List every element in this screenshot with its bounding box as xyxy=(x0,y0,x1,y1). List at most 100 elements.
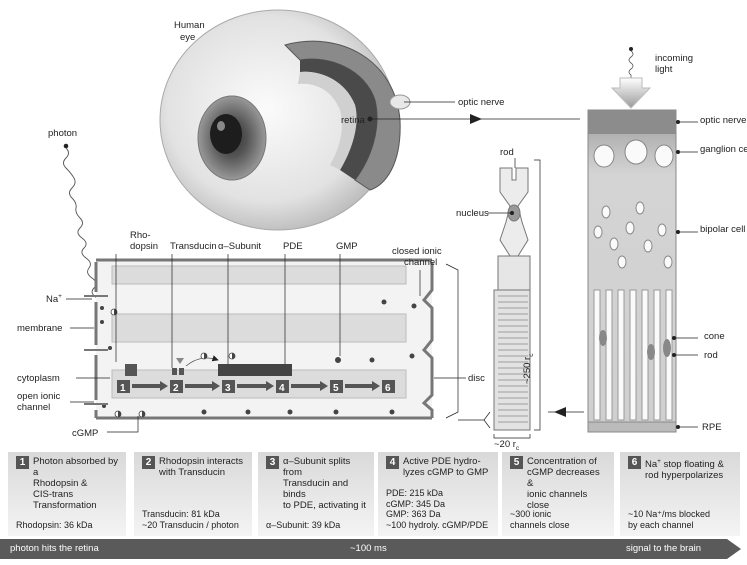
step-arrow-3-head xyxy=(266,381,274,391)
transducin-label: Transducin xyxy=(170,241,217,252)
optic-nerve-label: optic nerve xyxy=(458,97,504,108)
cytoplasm-label: cytoplasm xyxy=(17,373,60,384)
retina-layer-optic-nerve: optic nerve xyxy=(700,115,746,126)
timeline-end: signal to the brain xyxy=(626,543,701,554)
rod-cell-illustration xyxy=(493,167,531,431)
panel-6-title-sup: + xyxy=(657,458,661,465)
timeline-middle: ~100 ms xyxy=(350,543,387,554)
step-panel-1: 1 Photon absorbed by a Rhodopsin & CIS-tr… xyxy=(8,452,126,536)
rod-membrane-cutaway xyxy=(84,258,434,420)
step-6-number: 6 xyxy=(385,383,391,394)
closed-channel-label-line2: channel xyxy=(404,257,437,268)
retina-label: retina xyxy=(341,115,365,126)
photon-dot xyxy=(63,143,69,149)
panel-3-detail: α–Subunit: 39 kDa xyxy=(266,519,341,530)
nucleus-pointer-dot xyxy=(510,211,514,215)
step-arrow-4-head xyxy=(320,381,328,391)
step-arrow-1-head xyxy=(160,381,168,391)
panel-1-number: 1 xyxy=(16,456,29,469)
step-4: 4 xyxy=(276,380,289,394)
step-6: 6 xyxy=(382,380,395,394)
retina-layer-rod: rod xyxy=(704,350,718,361)
alpha-subunit-label: α–Subunit xyxy=(218,241,261,252)
eye-label-line1: Human xyxy=(174,20,205,31)
panel-6-title-rest: stop floating & rod hyperpolarizes xyxy=(645,459,724,482)
panel-5-number: 5 xyxy=(510,456,523,469)
step-panel-2: 2 Rhodopsin interacts with Transducin Tra… xyxy=(134,452,252,536)
step-arrow-5-head xyxy=(372,381,380,391)
step-panel-4: 4 Active PDE hydro- lyzes cGMP to GMP PDE… xyxy=(378,452,498,536)
step-panel-5: 5 Concentration of cGMP decreases & ionic… xyxy=(502,452,614,536)
light-wave xyxy=(628,50,634,86)
rod-length-label: ~250 rc xyxy=(522,353,535,384)
human-eye-illustration xyxy=(159,9,411,231)
panel-1-title: Photon absorbed by a Rhodopsin & CIS-tra… xyxy=(33,456,119,511)
retina-layer-ganglion-cell: ganglion cell xyxy=(700,144,747,155)
open-channel-label-line2: channel xyxy=(17,402,50,413)
zoom-bracket xyxy=(445,263,459,419)
zoom-bracket-link xyxy=(458,411,491,429)
panel-6-number: 6 xyxy=(628,456,641,469)
panel-2-detail: Transducin: 81 kDa ~20 Transducin / phot… xyxy=(142,509,239,530)
retina-layer-lines xyxy=(676,121,698,428)
rod-width-bracket xyxy=(493,434,531,439)
retina-layer-rpe: RPE xyxy=(702,422,722,433)
panel-6-detail: ~10 Na⁺/ms blocked by each channel xyxy=(628,509,711,530)
panel-3-number: 3 xyxy=(266,456,279,469)
step-5: 5 xyxy=(330,380,343,394)
closed-channel-label-line1: closed ionic xyxy=(392,246,442,257)
panel-6-title: Na+ stop floating & rod hyperpolarizes xyxy=(645,456,724,481)
rhodopsin-label-line2: dopsin xyxy=(130,241,158,252)
rod-title: rod xyxy=(500,147,514,158)
step-1-number: 1 xyxy=(120,383,126,394)
panel-4-number: 4 xyxy=(386,456,399,469)
rhodopsin-label-line1: Rho- xyxy=(130,230,151,241)
pde-label: PDE xyxy=(283,241,303,252)
rod-width-label: ~20 rc xyxy=(494,439,520,452)
step-3-number: 3 xyxy=(225,383,231,394)
retina-pointer-dot xyxy=(367,116,373,122)
retina-layer-bipolar-cell: bipolar cell xyxy=(700,224,745,235)
panel-2-title: Rhodopsin interacts with Transducin xyxy=(159,456,243,478)
retina-pointer-arrow xyxy=(470,114,482,124)
panel-5-detail: ~300 ionic channels close xyxy=(510,509,570,530)
incoming-light-line2: light xyxy=(655,64,673,75)
step-sequence: 1 2 3 4 5 6 xyxy=(117,380,395,394)
panel-4-detail: PDE: 215 kDa cGMP: 345 Da GMP: 363 Da ~1… xyxy=(386,488,489,530)
step-5-number: 5 xyxy=(333,383,339,394)
step-3: 3 xyxy=(222,380,235,394)
incoming-light-arrow xyxy=(610,77,652,109)
rod-disc-stack xyxy=(498,295,528,423)
step-2: 2 xyxy=(170,380,183,394)
nucleus-label: nucleus xyxy=(456,208,489,219)
step-2-number: 2 xyxy=(173,383,179,394)
light-dot xyxy=(629,47,633,51)
incoming-light-line1: incoming xyxy=(655,53,693,64)
membrane-label: membrane xyxy=(17,323,62,334)
panel-6-title-na: Na xyxy=(645,459,658,471)
timeline-start: photon hits the retina xyxy=(10,543,99,554)
rod-length-bracket xyxy=(534,159,541,431)
eye-label-line2: eye xyxy=(180,32,195,43)
retina-layer-cone: cone xyxy=(704,331,725,342)
retina-cross-section xyxy=(587,109,677,433)
timeline-arrow xyxy=(0,539,741,559)
panel-4-title: Active PDE hydro- lyzes cGMP to GMP xyxy=(403,456,489,478)
panel-1-detail: Rhodopsin: 36 kDa xyxy=(16,519,93,530)
panel-2-number: 2 xyxy=(142,456,155,469)
step-arrow-2-head xyxy=(212,381,220,391)
panel-5-title: Concentration of cGMP decreases & ionic … xyxy=(527,456,600,511)
cgmp-label: cGMP xyxy=(72,428,98,439)
na-label: Na+ xyxy=(46,293,62,305)
step-4-number: 4 xyxy=(279,383,285,394)
membrane-leader-lines xyxy=(66,254,466,433)
open-channel-label-line1: open ionic xyxy=(17,391,61,402)
step-1: 1 xyxy=(117,380,130,394)
gmp-label: GMP xyxy=(336,241,358,252)
rod-to-retina-arrow xyxy=(554,407,566,417)
photon-label: photon xyxy=(48,128,77,139)
disc-label: disc xyxy=(468,373,485,384)
